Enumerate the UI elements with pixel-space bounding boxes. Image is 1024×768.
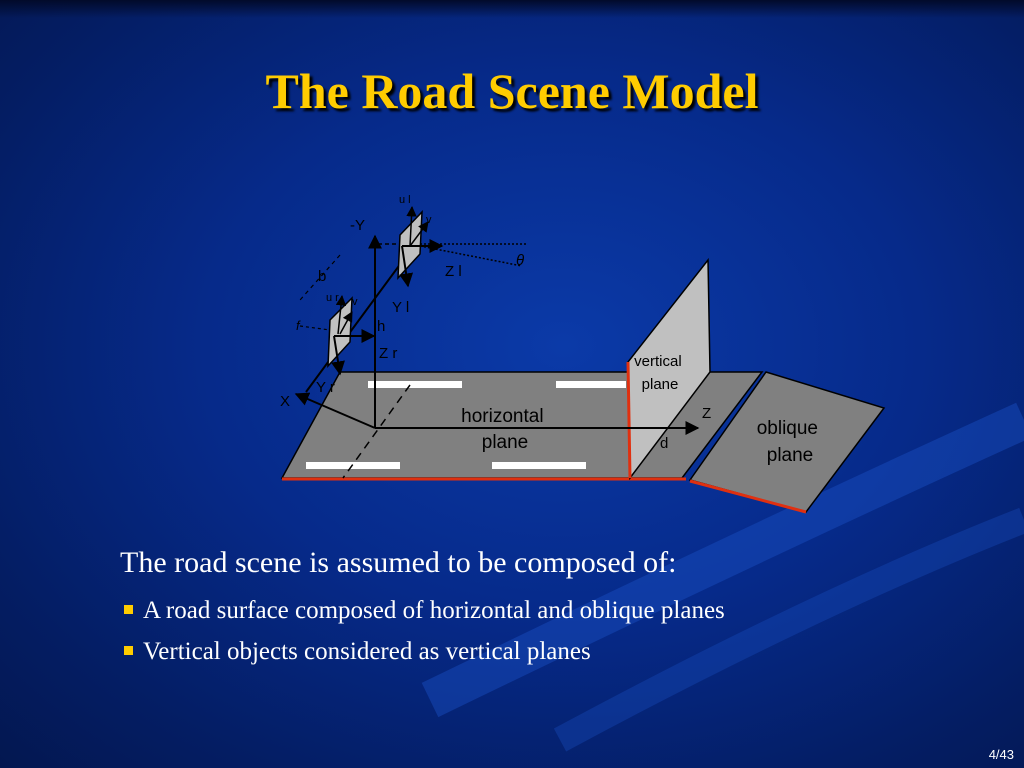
pitch-angle-label: θ (516, 252, 524, 269)
slide-title: The Road Scene Model (265, 63, 759, 119)
left-camera-v-label: v (426, 214, 432, 226)
top-band (0, 0, 1024, 18)
left-camera-z-label: Z l (445, 263, 462, 280)
left-camera-u (406, 205, 417, 247)
height-label: h (377, 318, 385, 335)
left-camera-y (399, 245, 414, 288)
left-camera-u-label: u l (399, 194, 411, 206)
horizontal-plane-label: horizontal plane (461, 406, 549, 453)
right-camera-v (339, 311, 353, 335)
square-bullet-icon (124, 645, 133, 655)
bullet-text: Vertical objects considered as vertical … (143, 638, 591, 665)
x-axis-dashed (342, 384, 411, 479)
x-axis-label: X (280, 393, 290, 410)
right-camera-u-label: u r (326, 292, 339, 304)
bullet-item: Vertical objects considered as vertical … (124, 631, 725, 672)
left-camera-v (409, 221, 429, 247)
oblique-plane-label: oblique plane (757, 418, 824, 466)
lane-mark (492, 462, 586, 469)
right-camera-y (331, 335, 345, 376)
focal-length-label: f (296, 318, 301, 333)
bullet-list: A road surface composed of horizontal an… (124, 590, 725, 672)
intro-text: The road scene is assumed to be composed… (120, 546, 677, 579)
right-camera-y-label: Y r (316, 379, 335, 396)
oblique-plane-edge (689, 479, 807, 514)
page-number: 4/43 (988, 747, 1014, 762)
vertical-plane-label: vertical plane (634, 353, 686, 393)
neg-y-axis-label: -Y (350, 217, 365, 234)
right-camera-u (335, 294, 347, 335)
bullet-text: A road surface composed of horizontal an… (143, 597, 725, 624)
x-axis (294, 392, 376, 429)
z-axis-label: Z (702, 405, 711, 422)
vertical-plane-edge (626, 361, 632, 479)
lane-mark (306, 462, 400, 469)
baseline-label: b (318, 268, 326, 285)
lane-mark (556, 381, 626, 388)
pitch-dotted (419, 245, 523, 267)
lane-mark (368, 381, 462, 388)
focal-dashed (299, 325, 331, 331)
baseline-dashed (299, 254, 341, 301)
bullet-item: A road surface composed of horizontal an… (124, 590, 725, 631)
left-camera-y-label: Y l (392, 299, 409, 316)
distance-label: d (660, 435, 668, 452)
square-bullet-icon (124, 604, 133, 614)
right-camera-v-label: v (352, 296, 358, 308)
right-camera-z-label: Z r (379, 345, 397, 362)
road-scene-diagram: horizontal plane vertical plane oblique … (280, 194, 886, 514)
